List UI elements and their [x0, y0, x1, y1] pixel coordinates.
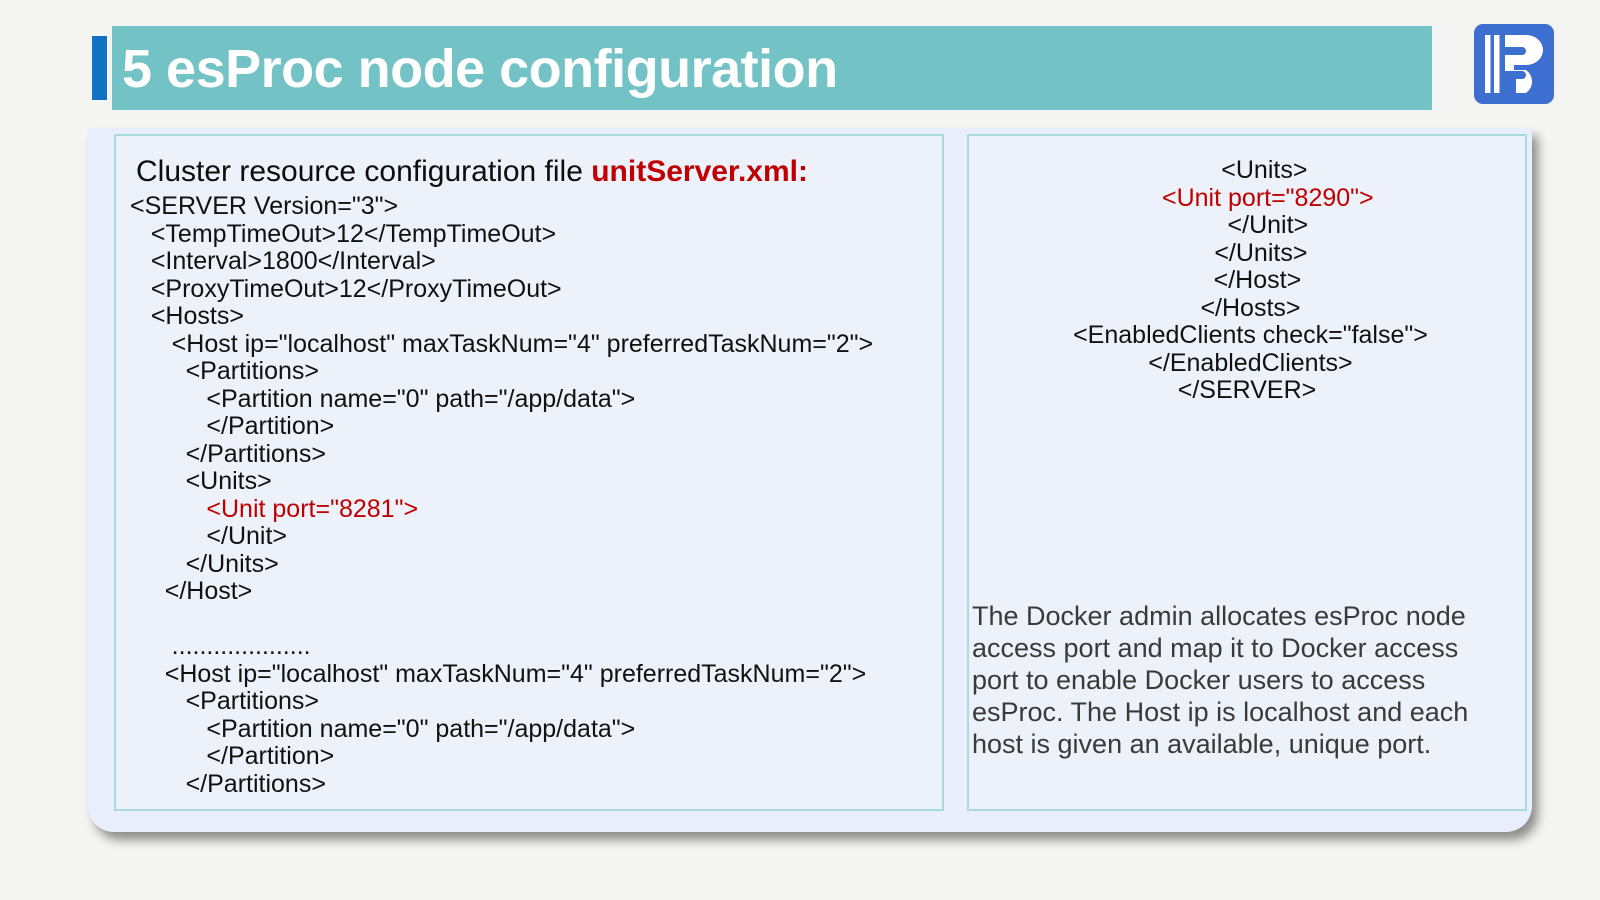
code-line: </EnabledClients> — [1141, 348, 1353, 377]
left-config-panel — [114, 134, 944, 811]
code-line: <Unit port="8281"> — [130, 494, 419, 523]
code-line: <Partition name="0" path="/app/data"> — [130, 714, 636, 743]
code-line: <Hosts> — [130, 302, 244, 330]
code-line: </Units> — [130, 549, 279, 578]
code-line: <Partitions> — [130, 687, 319, 715]
code-line: .................... — [130, 632, 311, 660]
config-file-headline: Cluster resource configuration file unit… — [136, 155, 808, 189]
code-line: <Partitions> — [130, 357, 319, 385]
code-line: <Host ip="localhost" maxTaskNum="4" pref… — [130, 329, 874, 358]
code-line — [130, 606, 873, 634]
code-line: <Partition name="0" path="/app/data"> — [130, 384, 636, 413]
code-line: <Units> — [130, 467, 272, 495]
code-line: </Partition> — [130, 742, 335, 770]
headline-prefix: Cluster resource configuration file — [136, 155, 592, 188]
left-xml-code-block: <SERVER Version="3"> <TempTimeOut>12</Te… — [130, 192, 874, 798]
right-xml-code-block: <Units> <Unit port="8290"> </Unit> </Uni… — [967, 156, 1527, 405]
header-band — [112, 26, 1432, 110]
code-line: </Partitions> — [130, 769, 326, 798]
right-config-panel — [967, 134, 1527, 811]
code-line: <Interval>1800</Interval> — [130, 247, 436, 275]
code-line: </Unit> — [1185, 211, 1309, 239]
code-line: </Partitions> — [130, 439, 326, 468]
code-line: </SERVER> — [1177, 376, 1317, 404]
header-accent-bar — [92, 36, 107, 100]
code-line: </Host> — [130, 577, 253, 605]
code-line: </Host> — [1192, 266, 1302, 294]
code-line: </Unit> — [130, 522, 288, 550]
code-line: </Units> — [1186, 238, 1308, 267]
code-line: <ProxyTimeOut>12</ProxyTimeOut> — [130, 274, 562, 303]
code-line: <Host ip="localhost" maxTaskNum="4" pref… — [130, 659, 867, 688]
headline-filename: unitServer.xml: — [591, 155, 808, 188]
code-line: <Unit port="8290"> — [1120, 183, 1374, 212]
explanation-note: The Docker admin allocates esProc node a… — [972, 601, 1469, 759]
code-line: <EnabledClients check="false"> — [1066, 321, 1428, 349]
code-line: <TempTimeOut>12</TempTimeOut> — [130, 219, 557, 248]
code-line: <SERVER Version="3"> — [130, 192, 399, 220]
page-title: 5 esProc node configuration — [122, 39, 838, 99]
code-line: </Partition> — [130, 412, 335, 440]
code-line: <Units> — [1186, 156, 1308, 184]
raqsoft-logo-icon — [1472, 22, 1556, 106]
code-line: </Hosts> — [1193, 293, 1301, 322]
